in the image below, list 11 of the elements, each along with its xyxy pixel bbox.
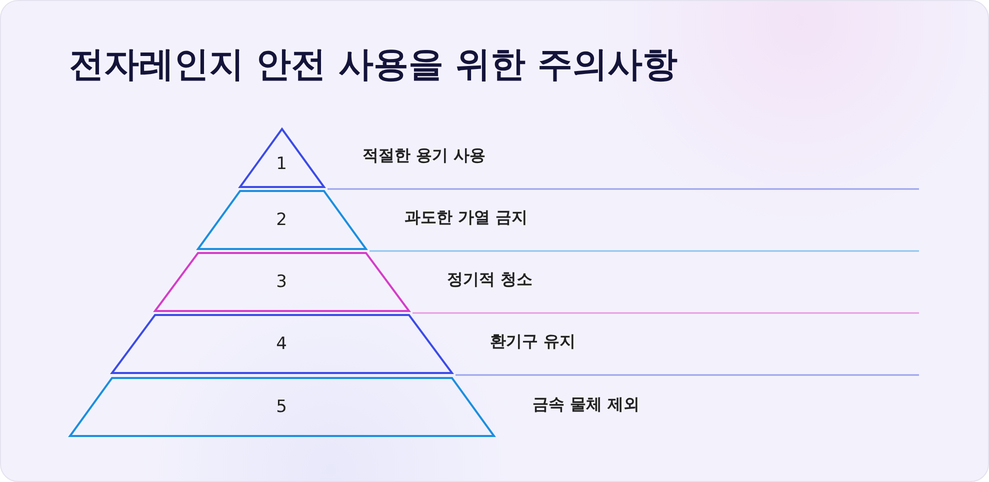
layer-number: 4 <box>276 334 287 354</box>
layer-label: 적절한 용기 사용 <box>362 146 486 166</box>
title: 전자레인지 안전 사용을 위한 주의사항 <box>69 44 678 87</box>
layer-label: 정기적 청소 <box>447 270 533 290</box>
layer-number: 3 <box>276 272 287 292</box>
layer-label: 환기구 유지 <box>490 332 576 352</box>
layer-number: 1 <box>276 154 287 174</box>
layer-label: 금속 물체 제외 <box>532 394 640 416</box>
layer-number: 2 <box>276 210 287 230</box>
layer-label: 과도한 가열 금지 <box>404 208 528 228</box>
layer-number: 5 <box>276 397 287 417</box>
